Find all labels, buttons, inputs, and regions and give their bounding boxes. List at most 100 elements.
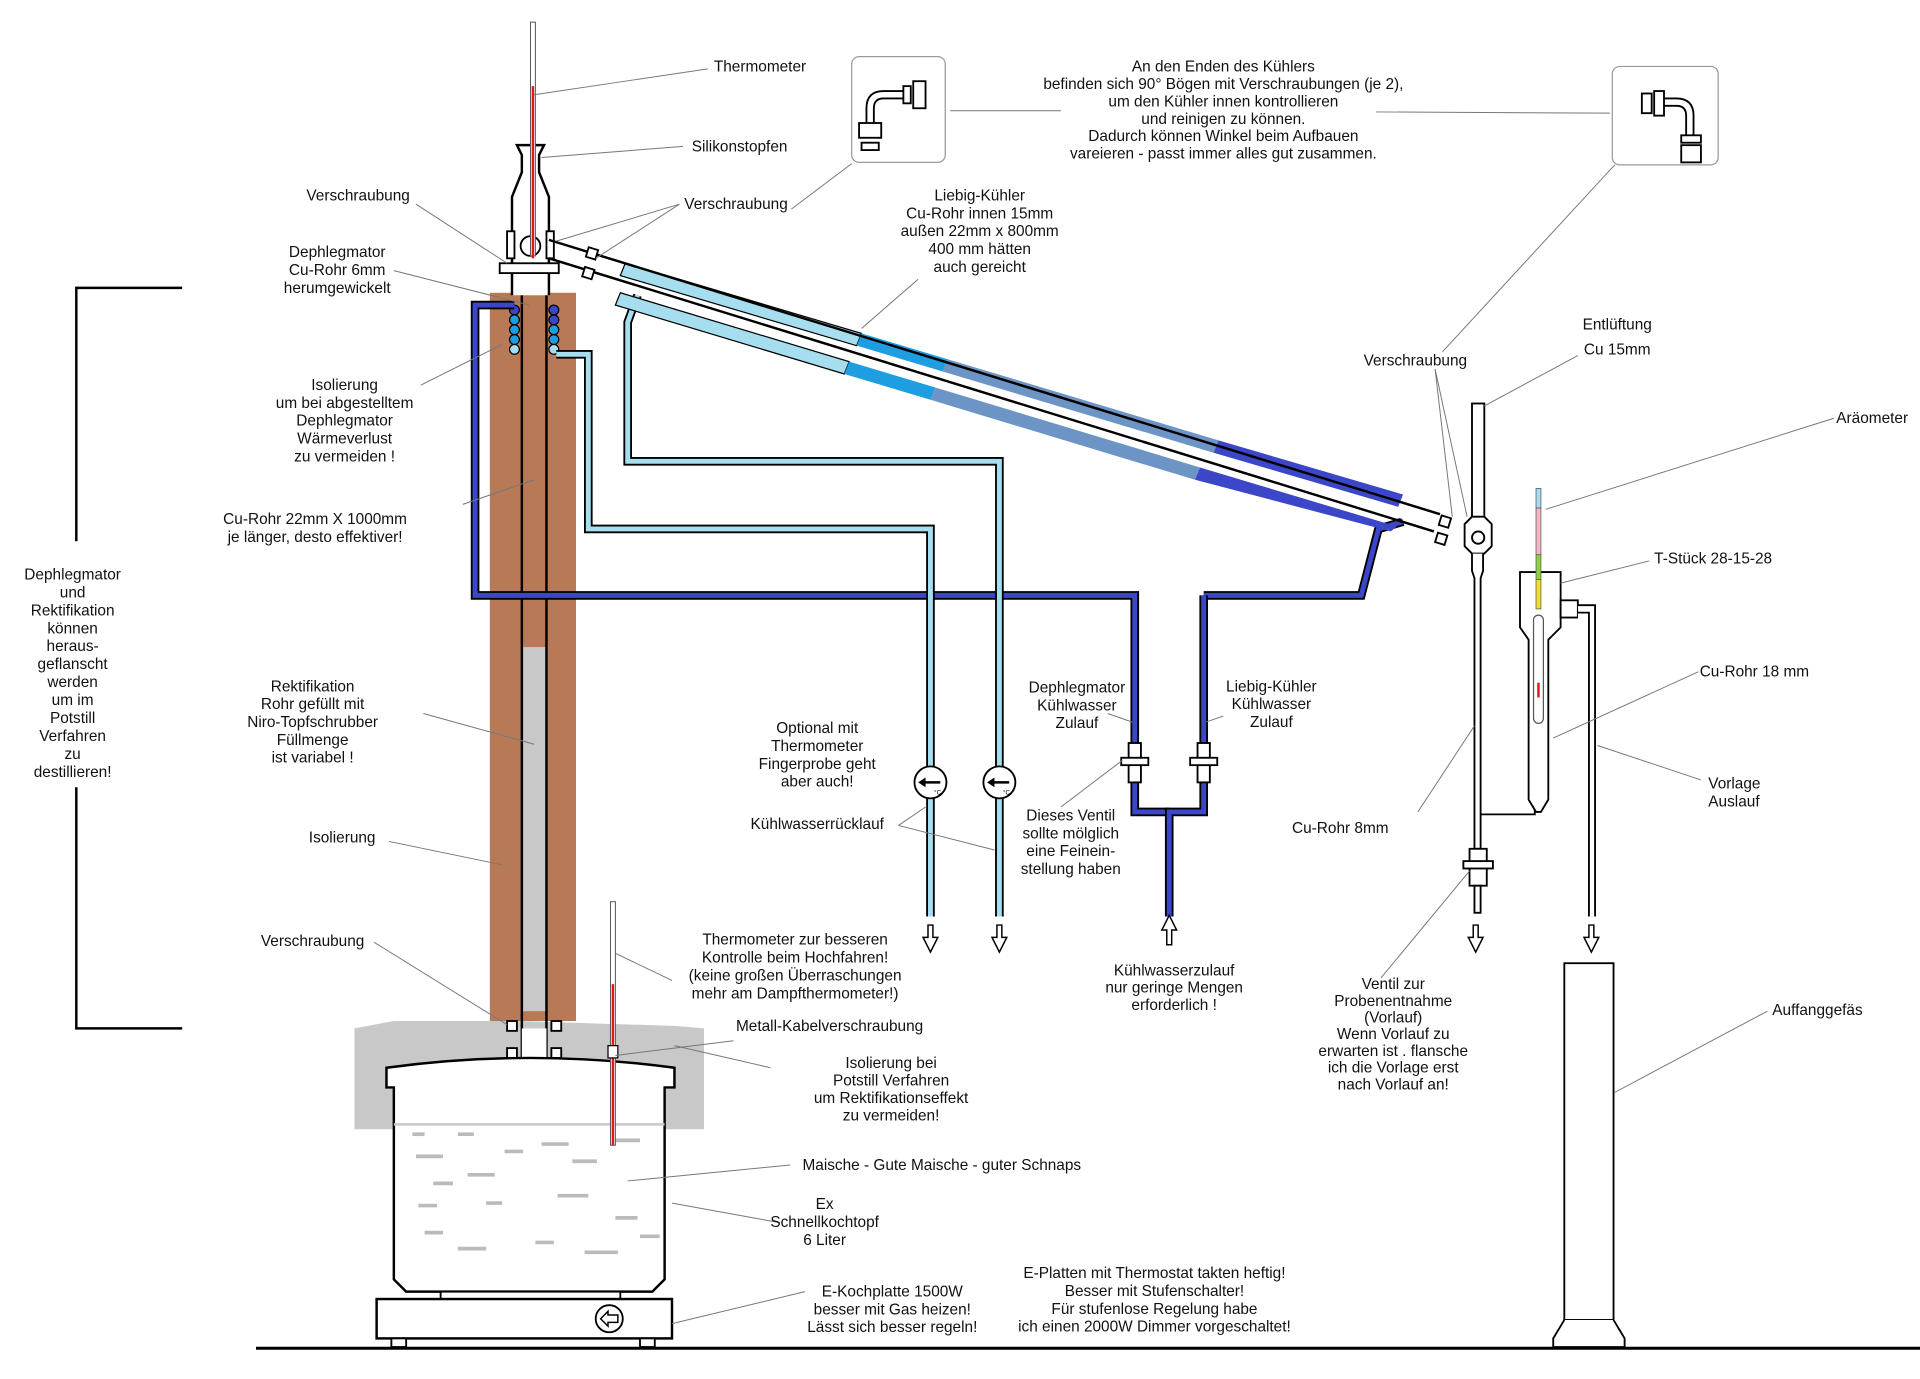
- label-entlueftung: Entlüftung Cu 15mm: [1583, 317, 1652, 359]
- label-line: Liebig-Kühler: [1226, 678, 1317, 695]
- return-pipes: [556, 293, 1004, 917]
- vent-pipe: [1462, 402, 1494, 914]
- pot: [385, 1056, 676, 1300]
- elbow-fitting-box-right: [1611, 65, 1719, 166]
- label-line: Kühlwasser: [1037, 697, 1117, 714]
- top-thermometer: [529, 21, 536, 259]
- flow-arrows: [921, 913, 1600, 954]
- label-line: Dephlegmator: [296, 413, 393, 430]
- gauge-needle-icon: [918, 777, 941, 788]
- label-line: 400 mm hätten: [928, 241, 1031, 258]
- label-line: E-Platten mit Thermostat takten heftig!: [1023, 1265, 1285, 1282]
- label-kuehlwasserruecklauf: Kühlwasserrücklauf: [751, 816, 885, 833]
- araeometer: [1532, 488, 1544, 724]
- arrow-down-icon: [1467, 924, 1485, 954]
- label-line: um Rektifikationseffekt: [814, 1090, 969, 1107]
- column-packing: [521, 647, 547, 1012]
- label-line: nach Vorlauf an!: [1338, 1076, 1449, 1093]
- pipe-elbow-icon: [1640, 90, 1702, 164]
- label-line: Kühlwasser: [1232, 696, 1312, 713]
- label-line: Cu 15mm: [1584, 341, 1651, 358]
- column-tube: [520, 246, 548, 1061]
- label-line: zu vermeiden !: [294, 448, 395, 465]
- label-line: Niro-Topfschrubber: [247, 714, 378, 731]
- label-line: Entlüftung: [1583, 317, 1652, 334]
- gauge-needle-icon: [987, 777, 1010, 788]
- label-line: Dieses Ventil: [1026, 808, 1115, 825]
- label-auffanggefaes: Auffanggefäs: [1772, 1002, 1863, 1019]
- label-line: destillieren!: [34, 764, 112, 781]
- label-line: Dadurch können Winkel beim Aufbauen: [1088, 128, 1358, 145]
- label-line: Kontrolle beim Hochfahren!: [702, 950, 888, 967]
- label-line: Auslauf: [1708, 793, 1760, 810]
- label-line: und: [60, 584, 86, 601]
- label-line: werden: [46, 674, 97, 691]
- label-line: zu vermeiden!: [843, 1108, 940, 1125]
- label-line: geflanscht: [38, 656, 109, 673]
- column-head: [498, 143, 560, 296]
- label-line: ist variabel !: [272, 750, 354, 767]
- label-line: Isolierung: [311, 377, 378, 394]
- side-bracket: [75, 286, 183, 1030]
- label-line: Thermometer zur besseren: [702, 932, 887, 949]
- label-line: und reinigen zu können.: [1141, 111, 1305, 128]
- labels: Thermometer Silikonstopfen Verschraubung…: [24, 58, 1908, 1336]
- label-line: ich die Vorlage erst: [1328, 1060, 1460, 1077]
- pipe-elbow-icon: [858, 80, 927, 152]
- arrow-down-icon: [1582, 924, 1600, 954]
- label-line: Thermometer: [771, 738, 863, 755]
- label-line: An den Enden des Kühlers: [1132, 58, 1315, 75]
- label-line: Rektifikation: [271, 678, 355, 695]
- label-thermometer: Thermometer: [714, 58, 806, 75]
- label-line: mehr am Dampfthermometer!): [692, 985, 899, 1002]
- temp-gauge-2: °C: [982, 765, 1017, 800]
- label-line: ich einen 2000W Dimmer vorgeschaltet!: [1018, 1319, 1291, 1336]
- label-maische: Maische - Gute Maische - guter Schnaps: [802, 1157, 1081, 1174]
- label-line: 6 Liter: [803, 1232, 846, 1249]
- label-verschraubung-right: Verschraubung: [1364, 352, 1467, 369]
- label-line: Potstill Verfahren: [833, 1072, 949, 1089]
- label-line: Rohr gefüllt mit: [261, 696, 365, 713]
- label-line: Cu-Rohr innen 15mm: [906, 205, 1053, 222]
- elbow-fitting-box-left: [851, 55, 946, 163]
- label-line: Optional mit: [776, 720, 859, 737]
- label-line: Dephlegmator: [1029, 680, 1126, 697]
- label-line: Zulauf: [1056, 715, 1099, 732]
- verschraubung-head: [498, 262, 560, 275]
- label-verschraubung-top-left: Verschraubung: [306, 188, 409, 205]
- label-line: Rektifikation: [31, 602, 115, 619]
- column-flanges: [506, 1020, 563, 1061]
- label-line: stellung haben: [1021, 861, 1121, 878]
- label-line: Probenentnahme: [1334, 993, 1452, 1010]
- label-e-platten: E-Platten mit Thermostat takten heftig!B…: [1018, 1265, 1291, 1336]
- label-line: Füllmenge: [277, 732, 349, 749]
- label-line: außen 22mm x 800mm: [901, 223, 1059, 240]
- label-t-stueck: T-Stück 28-15-28: [1654, 550, 1772, 567]
- label-line: Potstill: [50, 710, 95, 727]
- label-line: (Vorlauf): [1364, 1010, 1422, 1027]
- label-kabelverschraubung: Metall-Kabelverschraubung: [736, 1018, 923, 1035]
- label-line: um im: [52, 692, 94, 709]
- label-line: Ventil zur: [1362, 976, 1425, 993]
- dephlegmator-coil: [508, 304, 560, 355]
- arrow-up-icon: [1160, 913, 1178, 946]
- label-line: aber auch!: [781, 774, 854, 791]
- label-line: (keine großen Überraschungen: [689, 966, 902, 984]
- label-line: können: [47, 620, 97, 637]
- label-line: vareieren - passt immer alles gut zusamm…: [1070, 146, 1377, 163]
- label-line: Für stufenlose Regelung habe: [1051, 1301, 1257, 1318]
- label-line: Isolierung bei: [845, 1055, 936, 1072]
- label-line: Cu-Rohr 22mm X 1000mm: [223, 511, 407, 528]
- svg-text:°C: °C: [934, 790, 941, 797]
